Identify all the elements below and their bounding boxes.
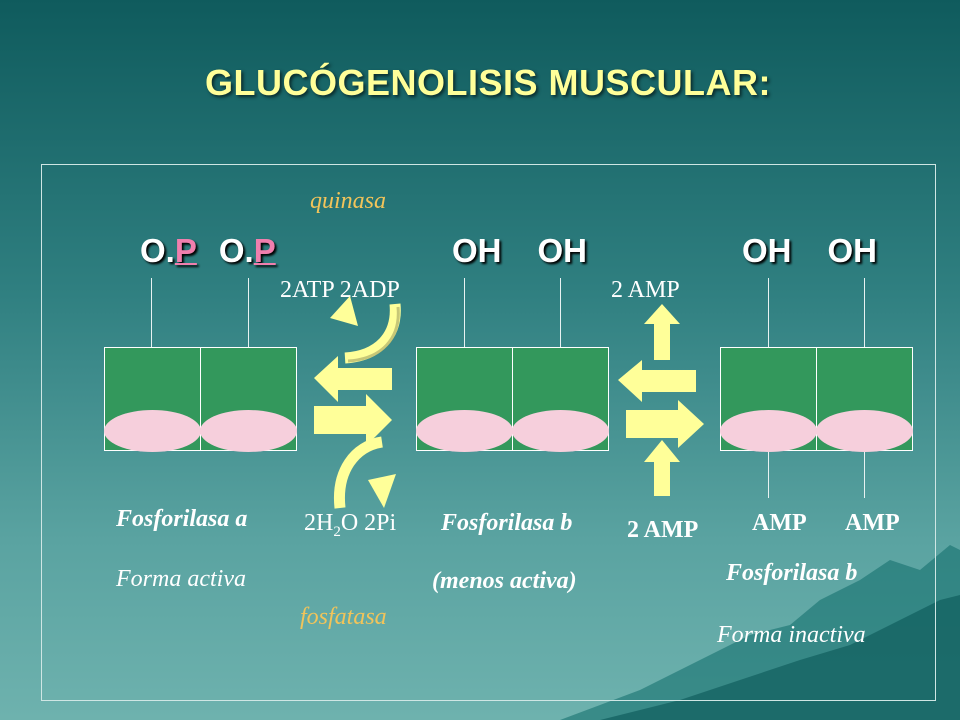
right-arrow [626, 400, 704, 448]
arrowhead [368, 474, 396, 508]
phosphatase-label: fosfatasa [300, 604, 387, 630]
left-arrow [618, 360, 696, 402]
left-arrow [314, 356, 392, 402]
up-arrow [644, 304, 680, 360]
curved-arrow-up [344, 303, 401, 364]
oh-1: OH [452, 232, 502, 269]
oh-2: OH [537, 232, 588, 269]
connector-line [768, 428, 769, 498]
amp-right-2-label: AMP [845, 510, 900, 536]
right-arrow [314, 394, 392, 446]
connector-line [560, 278, 561, 348]
arrowhead [330, 296, 358, 326]
o-dot-2: O. [218, 232, 254, 269]
oh-4: OH [827, 232, 878, 269]
connector-line [248, 278, 249, 348]
forma-inactiva-label: Forma inactiva [717, 622, 866, 648]
subunit-oval [416, 410, 513, 452]
diagram-frame [41, 164, 936, 701]
oh-group-label-c: OH OH [742, 232, 877, 270]
kinase-label: quinasa [310, 188, 387, 214]
fosforilasa-b-inactive-label: Fosforilasa b [726, 560, 858, 586]
up-arrow [644, 440, 680, 496]
connector-line [151, 278, 152, 348]
fosforilasa-a-label: Fosforilasa a [116, 506, 248, 532]
page-title: GLUCÓGENOLISIS MUSCULAR: [205, 62, 771, 103]
connector-line [864, 428, 865, 498]
mountain-decoration [560, 545, 960, 720]
amp-arrows [618, 304, 704, 496]
phosphate-1: P [174, 232, 197, 269]
water-pi-label: 2H2O 2Pi [304, 510, 397, 540]
menos-activa-label: (menos activa) [432, 568, 577, 594]
oh-3: OH [742, 232, 792, 269]
oh-group-label-b: OH OH [452, 232, 587, 270]
subunit-oval [816, 410, 913, 452]
connector-line [768, 278, 769, 348]
kinase-phosphatase-arrows [314, 296, 401, 509]
subunit-oval [720, 410, 817, 452]
connector-line [464, 278, 465, 348]
amp-bottom-label: 2 AMP [627, 517, 699, 543]
atp-adp-label: 2ATP 2ADP [280, 277, 400, 303]
o-dot-1: O. [140, 232, 175, 269]
amp-right-1-label: AMP [752, 510, 807, 536]
subunit-oval [104, 410, 201, 452]
amp-top-label: 2 AMP [611, 277, 680, 303]
subunit-oval [512, 410, 609, 452]
forma-activa-label: Forma activa [116, 566, 246, 592]
fosforilasa-b-label: Fosforilasa b [441, 510, 573, 536]
phosphate-2: P [253, 232, 276, 269]
curved-arrow-down [333, 436, 384, 509]
connector-line [864, 278, 865, 348]
subunit-oval [200, 410, 297, 452]
